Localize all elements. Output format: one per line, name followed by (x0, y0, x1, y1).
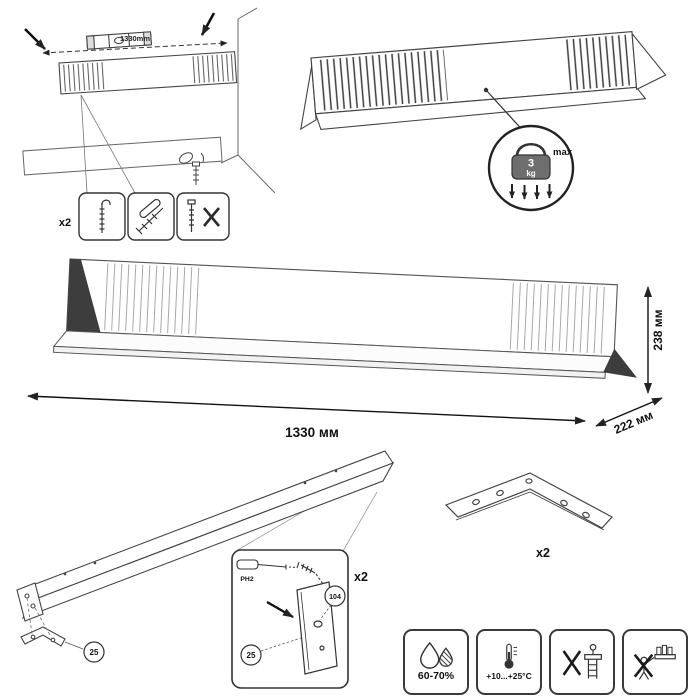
mount-span-label: 1330mm (120, 34, 150, 43)
not-allowed-icon (203, 207, 220, 227)
left-end-bracket (16, 582, 44, 622)
panel-holes (63, 469, 338, 576)
wrong-fastener-icon (187, 199, 196, 232)
part-callout-end: 25 (83, 641, 105, 663)
no-climbing-icon (562, 643, 602, 679)
assembly-section: 25 x2 PH2 104 (5, 438, 413, 698)
mounted-shelf (58, 51, 238, 95)
loose-bracket (20, 626, 66, 647)
ph2-screwdriver-icon (236, 559, 298, 570)
product-dimensions-section: 1330 мм 238 мм 222 мм (12, 245, 692, 445)
depth-label: 222 мм (612, 408, 655, 437)
room-outline (220, 7, 276, 194)
kettlebell-body-icon (511, 154, 551, 180)
temperature-icon (504, 644, 518, 669)
detail-wedge (80, 94, 136, 194)
assembly-drawing: 25 x2 PH2 104 (16, 450, 395, 689)
humidity-box: 60-70% (403, 629, 469, 695)
shelf-main (52, 258, 638, 379)
mount-point-arrow-left (24, 28, 46, 50)
no-hanging-icon (633, 644, 676, 680)
left-support (66, 259, 101, 333)
humidity-label: 60-70% (417, 670, 455, 683)
product-drawing: 1330 мм 238 мм 222 мм (27, 258, 665, 440)
part-callout-screw: 104 (319, 585, 346, 621)
screw-part-label: 104 (329, 594, 341, 601)
height-dimension: 238 мм (644, 286, 665, 394)
weight-unit: kg (526, 169, 535, 178)
width-dimension: 1330 мм (27, 392, 586, 440)
callout-leader (64, 641, 84, 650)
end-bracket-part-label: 25 (90, 648, 99, 657)
depth-dimension: 222 мм (595, 397, 663, 437)
kettlebell-handle-icon (515, 143, 547, 158)
load-limit-drawing: 3 kg max (300, 30, 667, 212)
screw-icon (296, 561, 324, 585)
width-label: 1330 мм (285, 425, 339, 440)
assembly-qty-label: x2 (354, 570, 368, 584)
sideboard (22, 136, 223, 176)
mount-point-arrow-right (200, 12, 216, 36)
temperature-label: +10...+25°C (486, 671, 532, 682)
bracket-parts-section: x2 (432, 465, 642, 570)
anchor-screw-icon (135, 198, 164, 235)
angle-bracket (444, 472, 613, 531)
wall-mounting-drawing: 1330mm x2 (22, 7, 276, 241)
load-limit-section: 3 kg max (283, 8, 695, 223)
hand-tighten-icon (179, 152, 204, 185)
temperature-box: +10...+25°C (476, 629, 542, 695)
right-support (603, 348, 638, 378)
part-callout-bracket: 25 (240, 637, 302, 666)
weight-value: 3 (528, 158, 534, 170)
care-instructions: 60-70% +10...+25°C (403, 629, 695, 695)
bracket-drawing: x2 (444, 472, 613, 560)
max-label: max (553, 147, 573, 158)
height-label: 238 мм (651, 309, 665, 350)
bracket-part-label: 25 (247, 651, 256, 660)
no-hanging-box (622, 629, 688, 695)
humidity-icon (419, 642, 453, 670)
insert-arrow (266, 600, 294, 619)
shelf-perspective (300, 30, 667, 131)
tool-label: PH2 (240, 576, 253, 583)
max-load-badge: 3 kg max (487, 124, 575, 212)
bracket-plate (296, 581, 338, 675)
bracket-qty-label: x2 (536, 546, 550, 560)
wall-mounting-section: 1330mm x2 (5, 5, 280, 245)
hook-screw-icon (99, 199, 111, 233)
mount-span-dimension: 1330mm (42, 34, 228, 56)
load-arrows (509, 184, 553, 200)
no-climbing-box (549, 629, 615, 695)
hardware-qty-label: x2 (59, 217, 71, 229)
alignment-dashes (26, 597, 51, 636)
